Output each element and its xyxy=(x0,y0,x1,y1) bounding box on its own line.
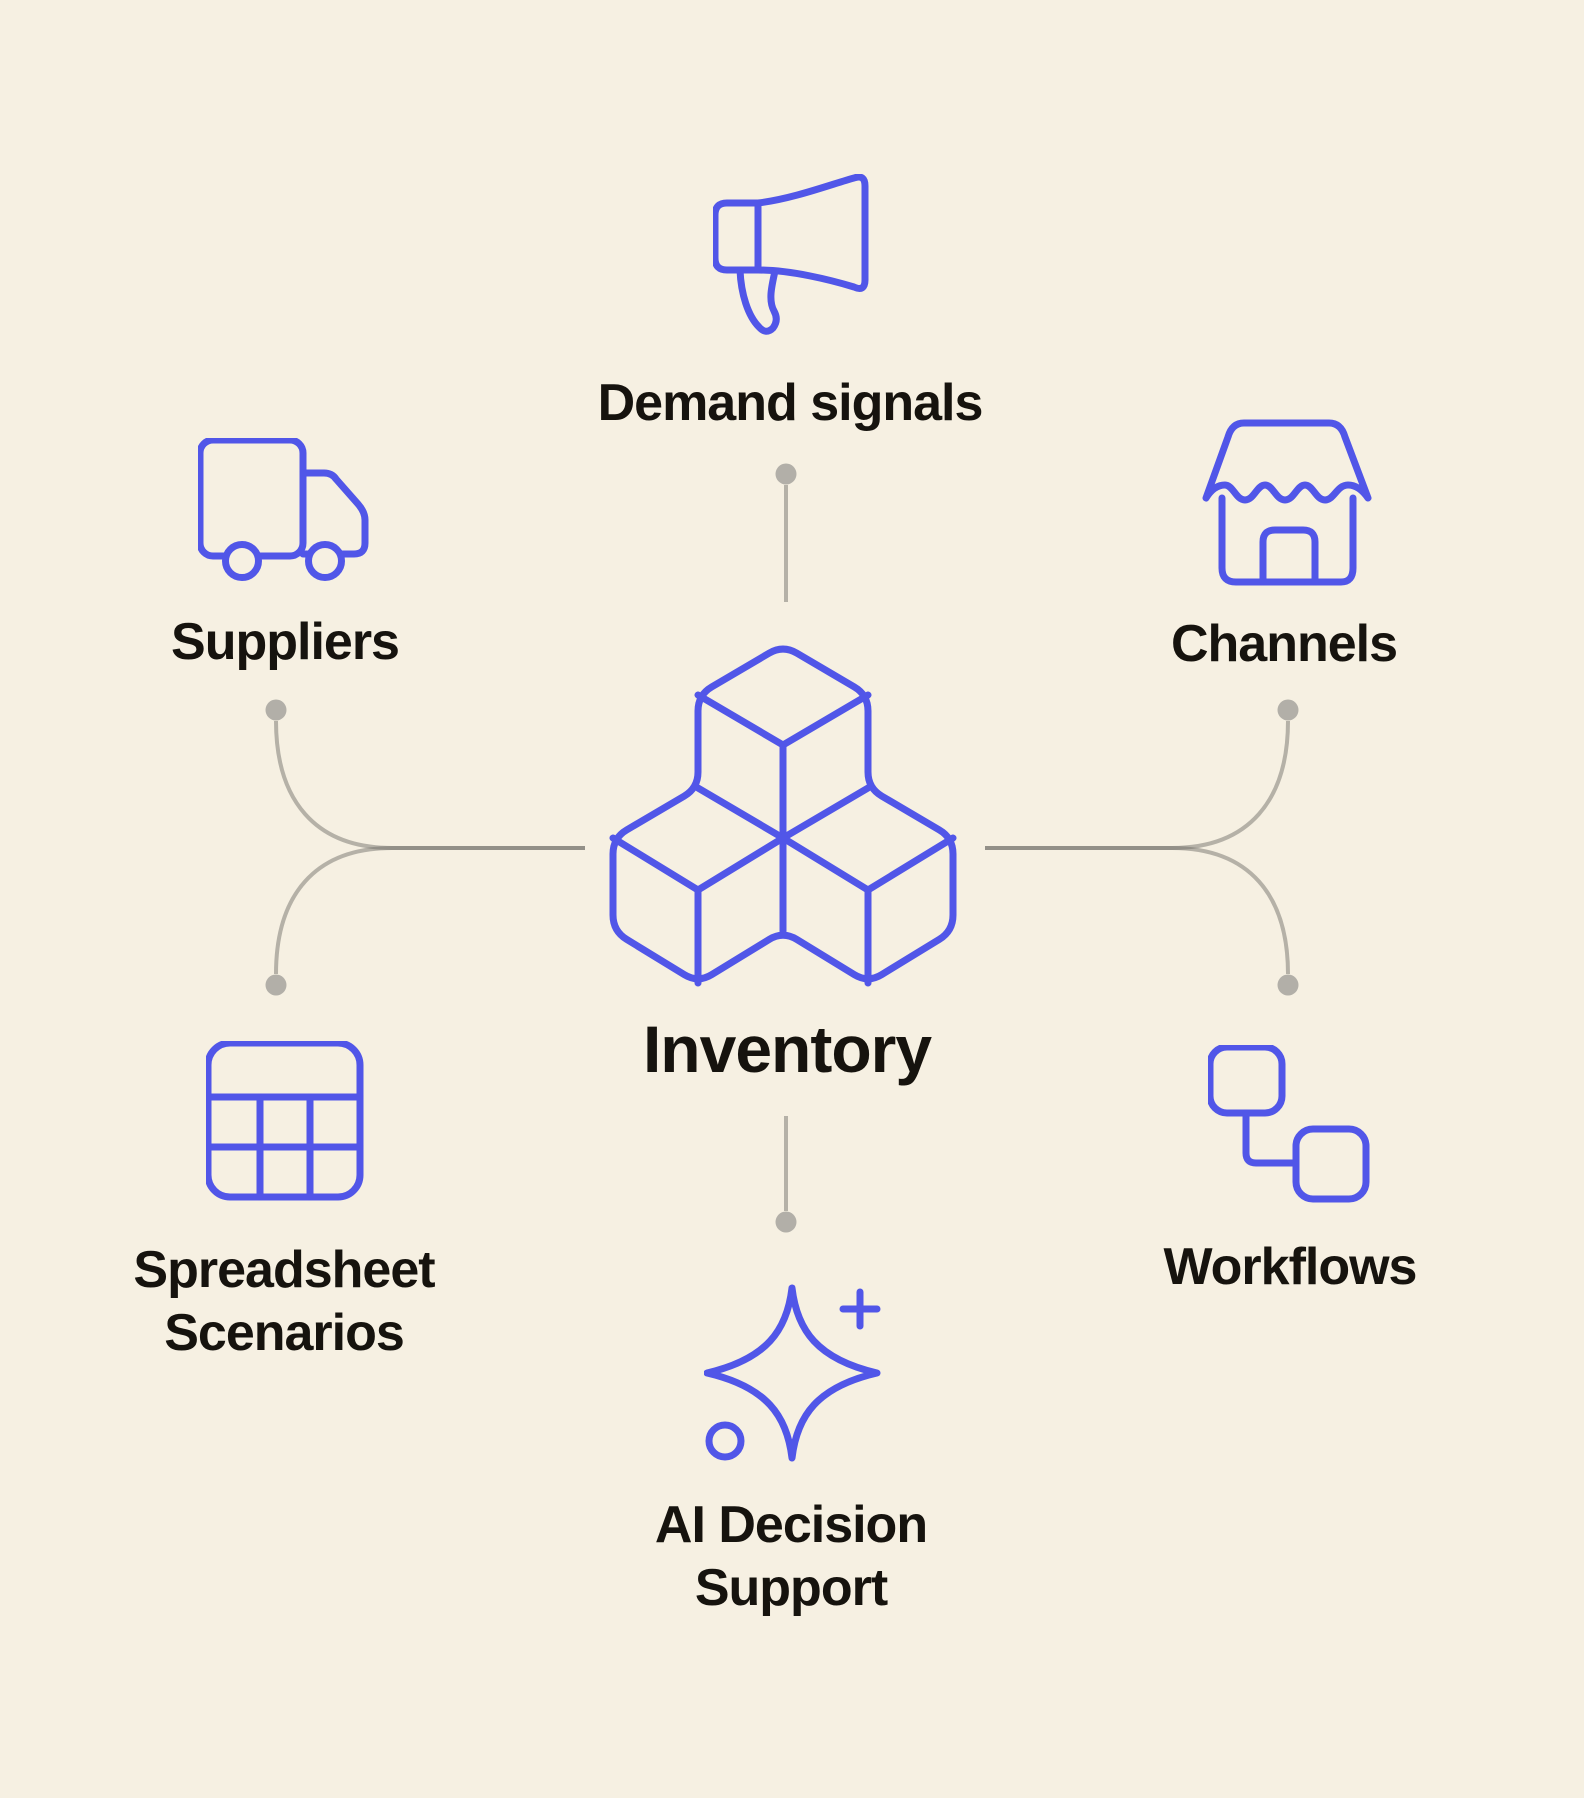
connector-upper-left xyxy=(274,720,585,850)
label-channels: Channels xyxy=(1170,615,1398,673)
label-demand-signals: Demand signals xyxy=(597,374,984,432)
flow-nodes-icon xyxy=(1208,1045,1370,1203)
label-workflows: Workflows xyxy=(1163,1238,1418,1296)
label-suppliers: Suppliers xyxy=(171,613,400,671)
connector-lower-right xyxy=(985,846,1290,975)
label-spreadsheet-scenarios: Spreadsheet Scenarios xyxy=(133,1241,435,1362)
storefront-icon xyxy=(1202,418,1372,586)
label-inventory: Inventory xyxy=(642,1012,932,1086)
cubes-icon xyxy=(603,635,963,993)
label-ai-decision-support: AI Decision Support xyxy=(654,1496,928,1617)
megaphone-icon xyxy=(713,174,871,342)
sparkle-icon xyxy=(704,1282,884,1462)
table-grid-icon xyxy=(206,1041,364,1201)
connector-lower-left xyxy=(274,846,585,975)
connector-endpoint-dots xyxy=(265,463,1299,1233)
connector-upper-right xyxy=(985,720,1290,850)
truck-icon xyxy=(198,438,370,583)
